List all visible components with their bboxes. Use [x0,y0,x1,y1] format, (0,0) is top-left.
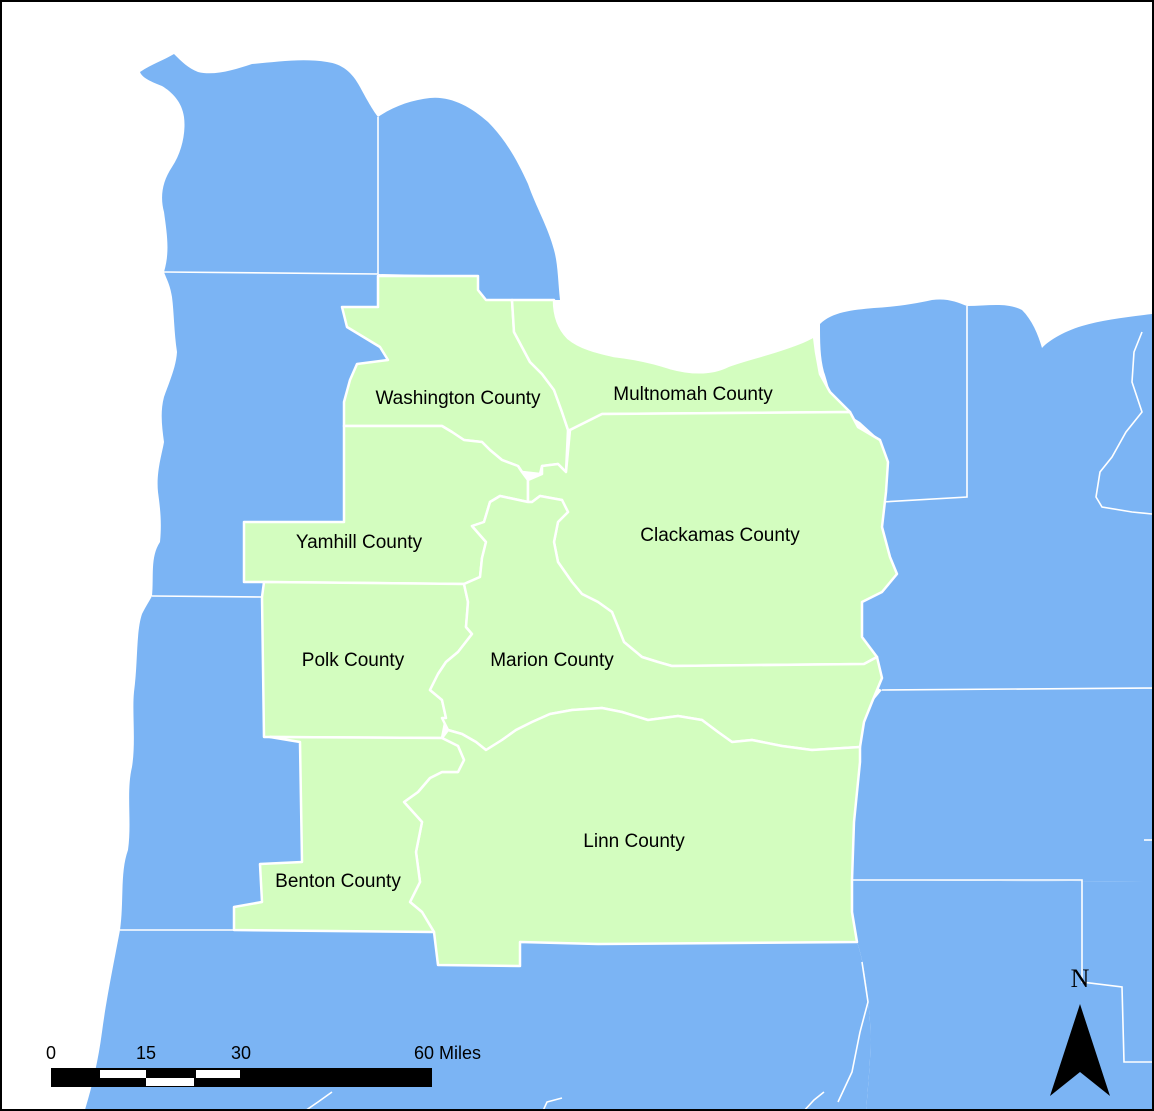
county-lane[interactable] [84,930,871,1111]
county-tillamook[interactable] [152,272,388,597]
label-benton-county: Benton County [275,871,401,892]
label-polk-county: Polk County [302,650,405,671]
county-wasco[interactable] [862,305,1154,690]
label-washington-county: Washington County [375,388,541,409]
scale-bar-segment [146,1078,194,1086]
surrounding-county-boundaries [120,117,1152,1109]
county-hood-river[interactable] [820,299,967,502]
scale-tick-15: 15 [136,1043,156,1063]
highlighted-counties [232,274,899,968]
scale-bar-segment [100,1070,146,1078]
label-yamhill-county: Yamhill County [296,532,423,553]
north-arrow-icon [1050,1004,1110,1096]
north-arrow: N [1050,964,1110,1096]
label-linn-county: Linn County [583,831,685,852]
label-marion-county: Marion County [490,650,614,671]
county-labels: Washington County Multnomah County Yamhi… [275,384,800,892]
scale-tick-60: 60 Miles [414,1043,481,1063]
north-label: N [1071,964,1090,993]
county-lincoln[interactable] [120,596,302,930]
label-clackamas-county: Clackamas County [640,525,800,546]
scale-bar: 0 15 30 60 Miles [46,1043,481,1087]
county-clatsop[interactable] [140,54,378,274]
label-multnomah-county: Multnomah County [613,384,773,405]
county-multnomah[interactable] [510,298,852,432]
scale-bar-segment [196,1070,240,1078]
county-benton[interactable] [232,735,466,934]
county-jefferson[interactable] [852,688,1154,882]
scale-tick-0: 0 [46,1043,56,1063]
scale-tick-30: 30 [231,1043,251,1063]
county-columbia[interactable] [378,97,560,300]
